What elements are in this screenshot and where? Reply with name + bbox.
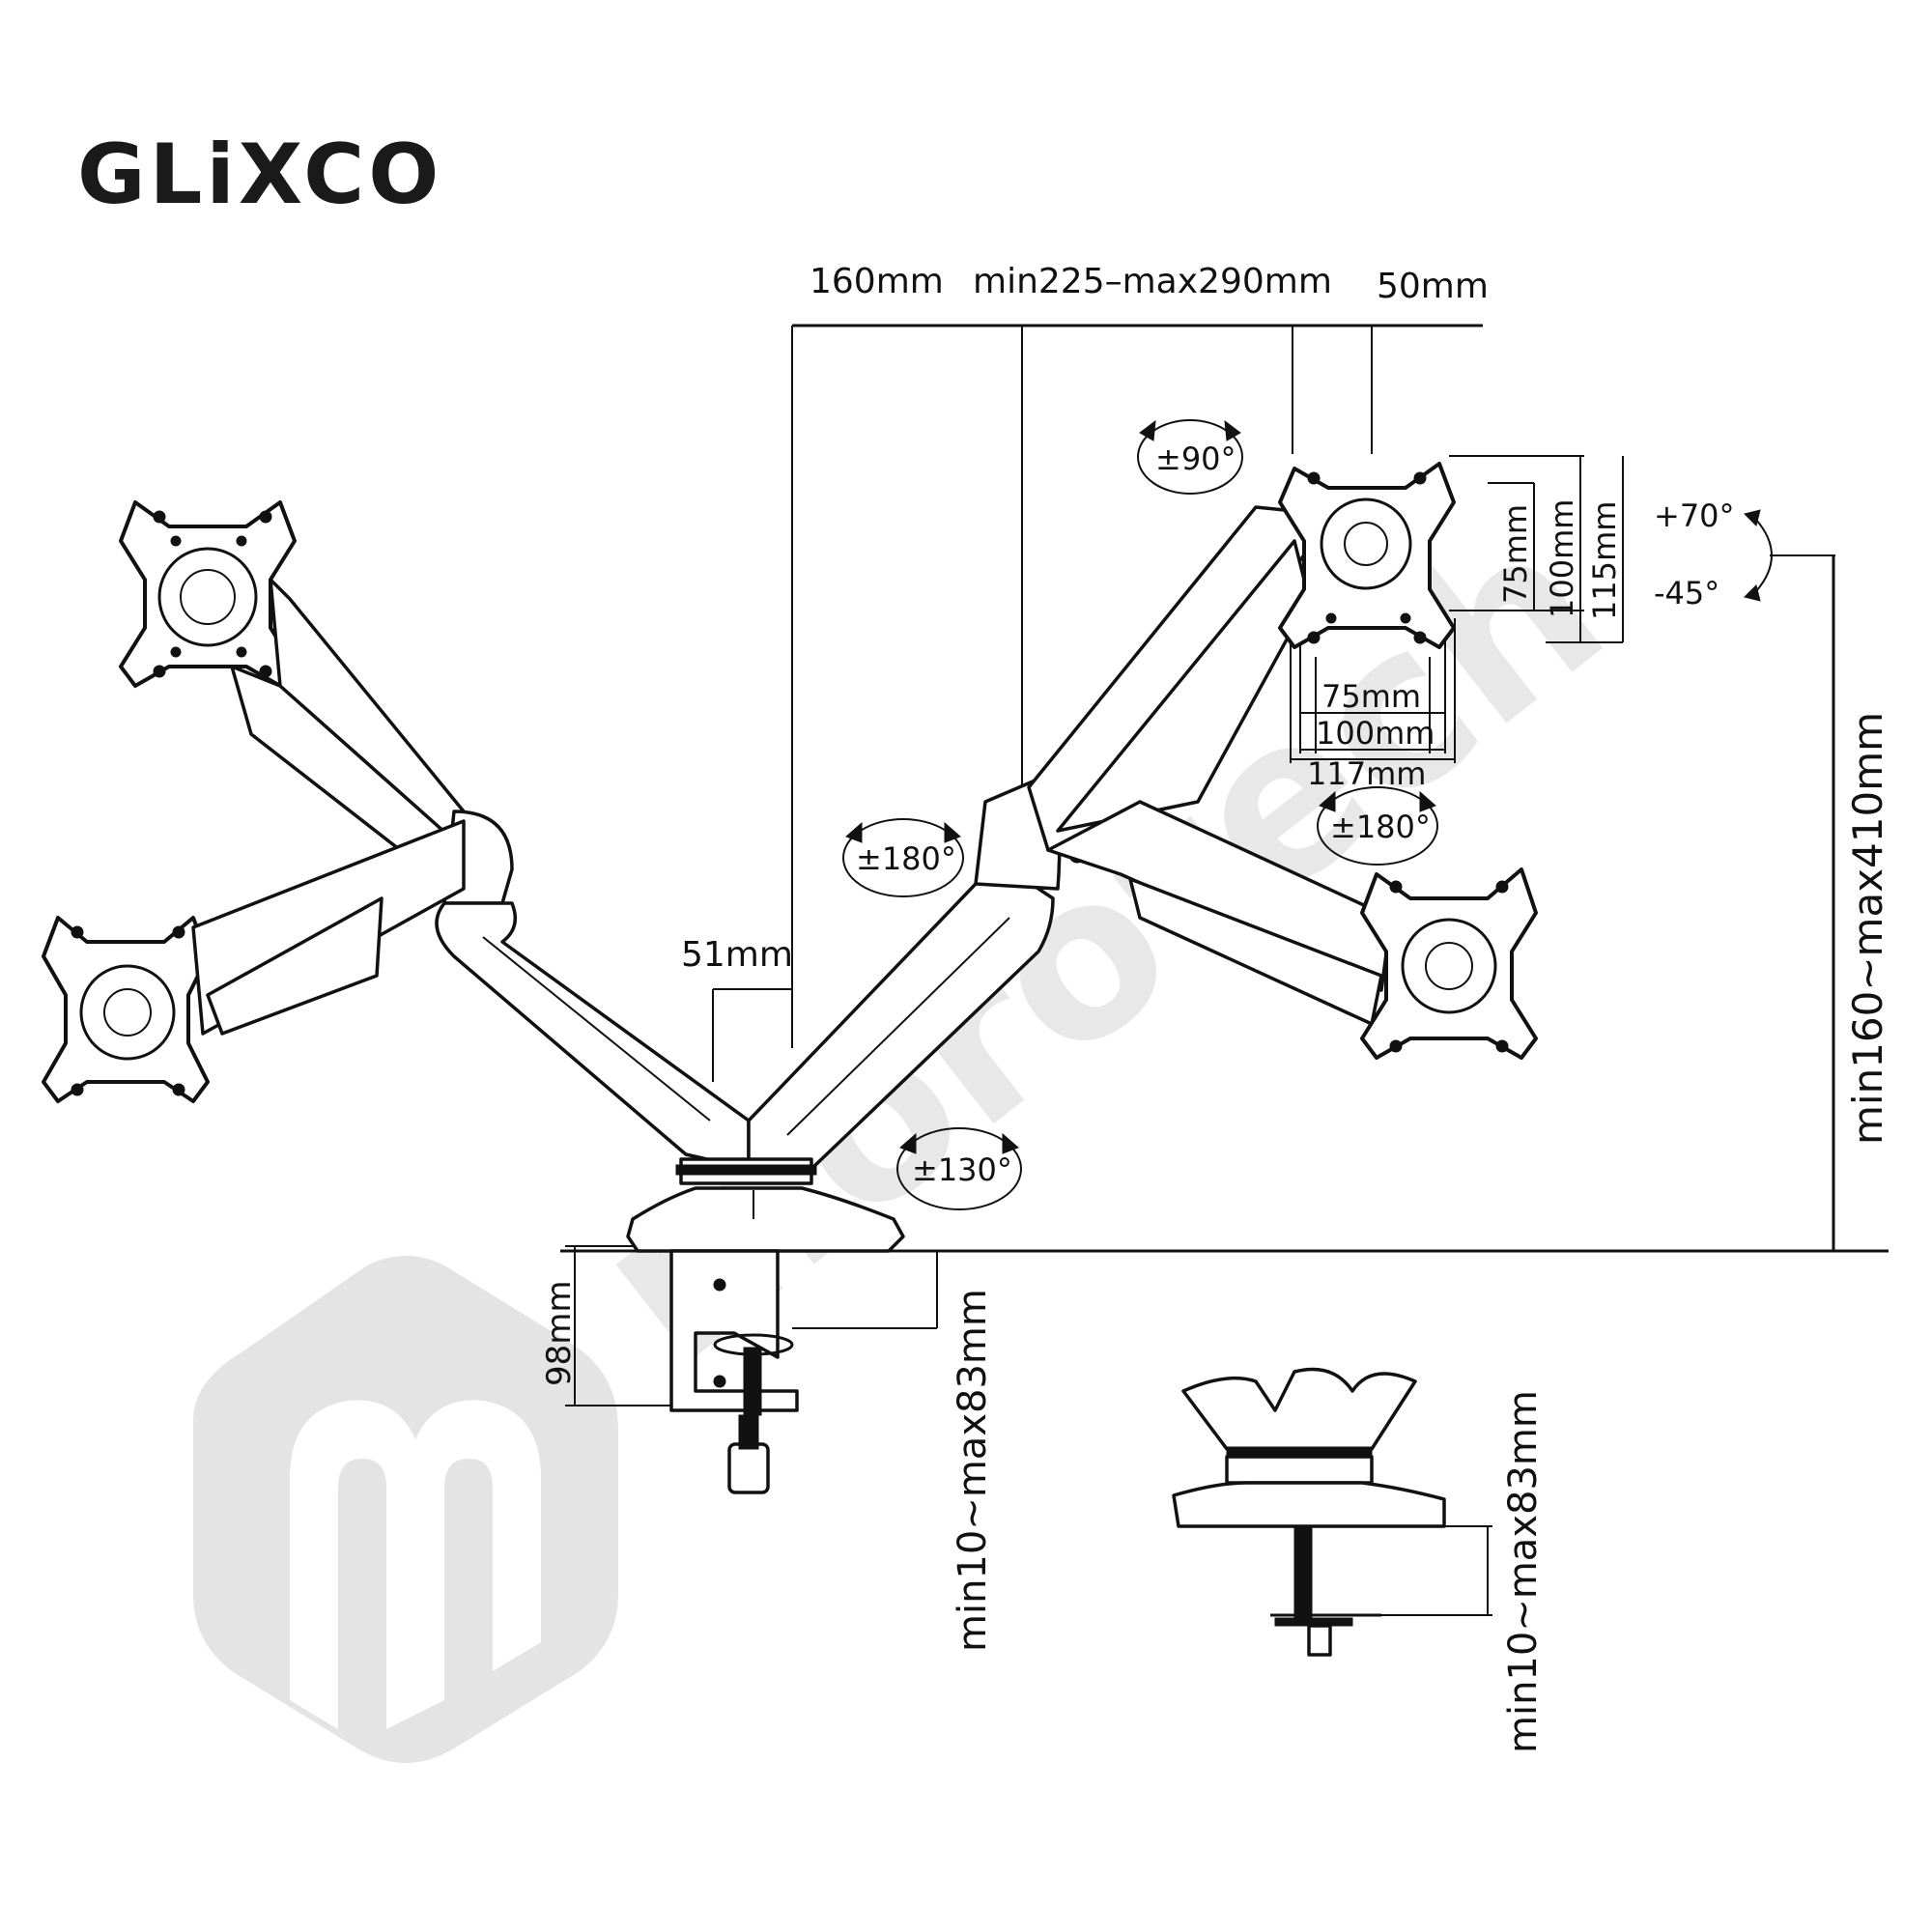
- height-dimension-line: [1770, 554, 1835, 1251]
- dim-height-range: min160~max410mm: [1844, 712, 1891, 1145]
- angle-rotate-top: ±90°: [1137, 419, 1243, 495]
- angle-tilt-down-label: -45°: [1654, 575, 1719, 611]
- top-dimension-line: [791, 324, 1483, 1048]
- angle-swivel-plate-label: ±180°: [1330, 809, 1431, 845]
- dim-vesa-v-100: 100mm: [1544, 499, 1580, 618]
- dim-clamp-range-detail: min10~max83mm: [1501, 1390, 1546, 1753]
- dim-vesa-h-75: 75mm: [1321, 678, 1421, 715]
- mount-base: [626, 1157, 905, 1253]
- dim-tilt-offset: 50mm: [1377, 267, 1489, 306]
- dim-arm-offset: 160mm: [810, 262, 944, 301]
- dim-vesa-v-115: 115mm: [1586, 501, 1623, 620]
- dim-vesa-h-100: 100mm: [1316, 715, 1435, 752]
- angle-swivel-base: ±130°: [896, 1127, 1022, 1210]
- right-lower-vesa-plate: [1360, 867, 1538, 1060]
- dim-clamp-range-main: min10~max83mm: [951, 1289, 995, 1652]
- dim-vesa-h-117: 117mm: [1307, 755, 1426, 792]
- dim-vesa-v-75: 75mm: [1497, 504, 1534, 604]
- dim-pole-offset: 51mm: [681, 935, 793, 975]
- left-lower-vesa-plate: [42, 916, 210, 1103]
- dim-base-height: 98mm: [540, 1280, 579, 1386]
- watermark-m-glyph: [290, 1400, 541, 1729]
- desk-clamp: [669, 1249, 799, 1494]
- dim-arm-reach: min225–max290mm: [973, 262, 1332, 301]
- left-lower-arm: [191, 819, 466, 1036]
- angle-tilt: +70° -45°: [1654, 497, 1773, 611]
- angle-tilt-up-label: +70°: [1654, 497, 1735, 534]
- left-upper-vesa-plate: [119, 500, 297, 688]
- angle-swivel-plate: ±180°: [1317, 786, 1438, 866]
- left-upper-arm: [230, 578, 514, 905]
- clamp-range-detail-dimension: [1381, 1525, 1492, 1616]
- angle-swivel-mid-label: ±180°: [856, 840, 956, 877]
- brand-logo: GLiXCO: [77, 127, 442, 223]
- grommet-detail: [1172, 1367, 1446, 1657]
- angle-swivel-base-label: ±130°: [912, 1151, 1012, 1188]
- angle-swivel-mid: ±180°: [842, 818, 964, 897]
- pole-offset-dimension: [712, 988, 792, 1082]
- vesa-dimensions: [1290, 455, 1624, 763]
- right-upper-vesa-plate: [1278, 462, 1456, 649]
- angle-rotate-top-label: ±90°: [1155, 440, 1236, 477]
- watermark: morotech: [193, 476, 1649, 1763]
